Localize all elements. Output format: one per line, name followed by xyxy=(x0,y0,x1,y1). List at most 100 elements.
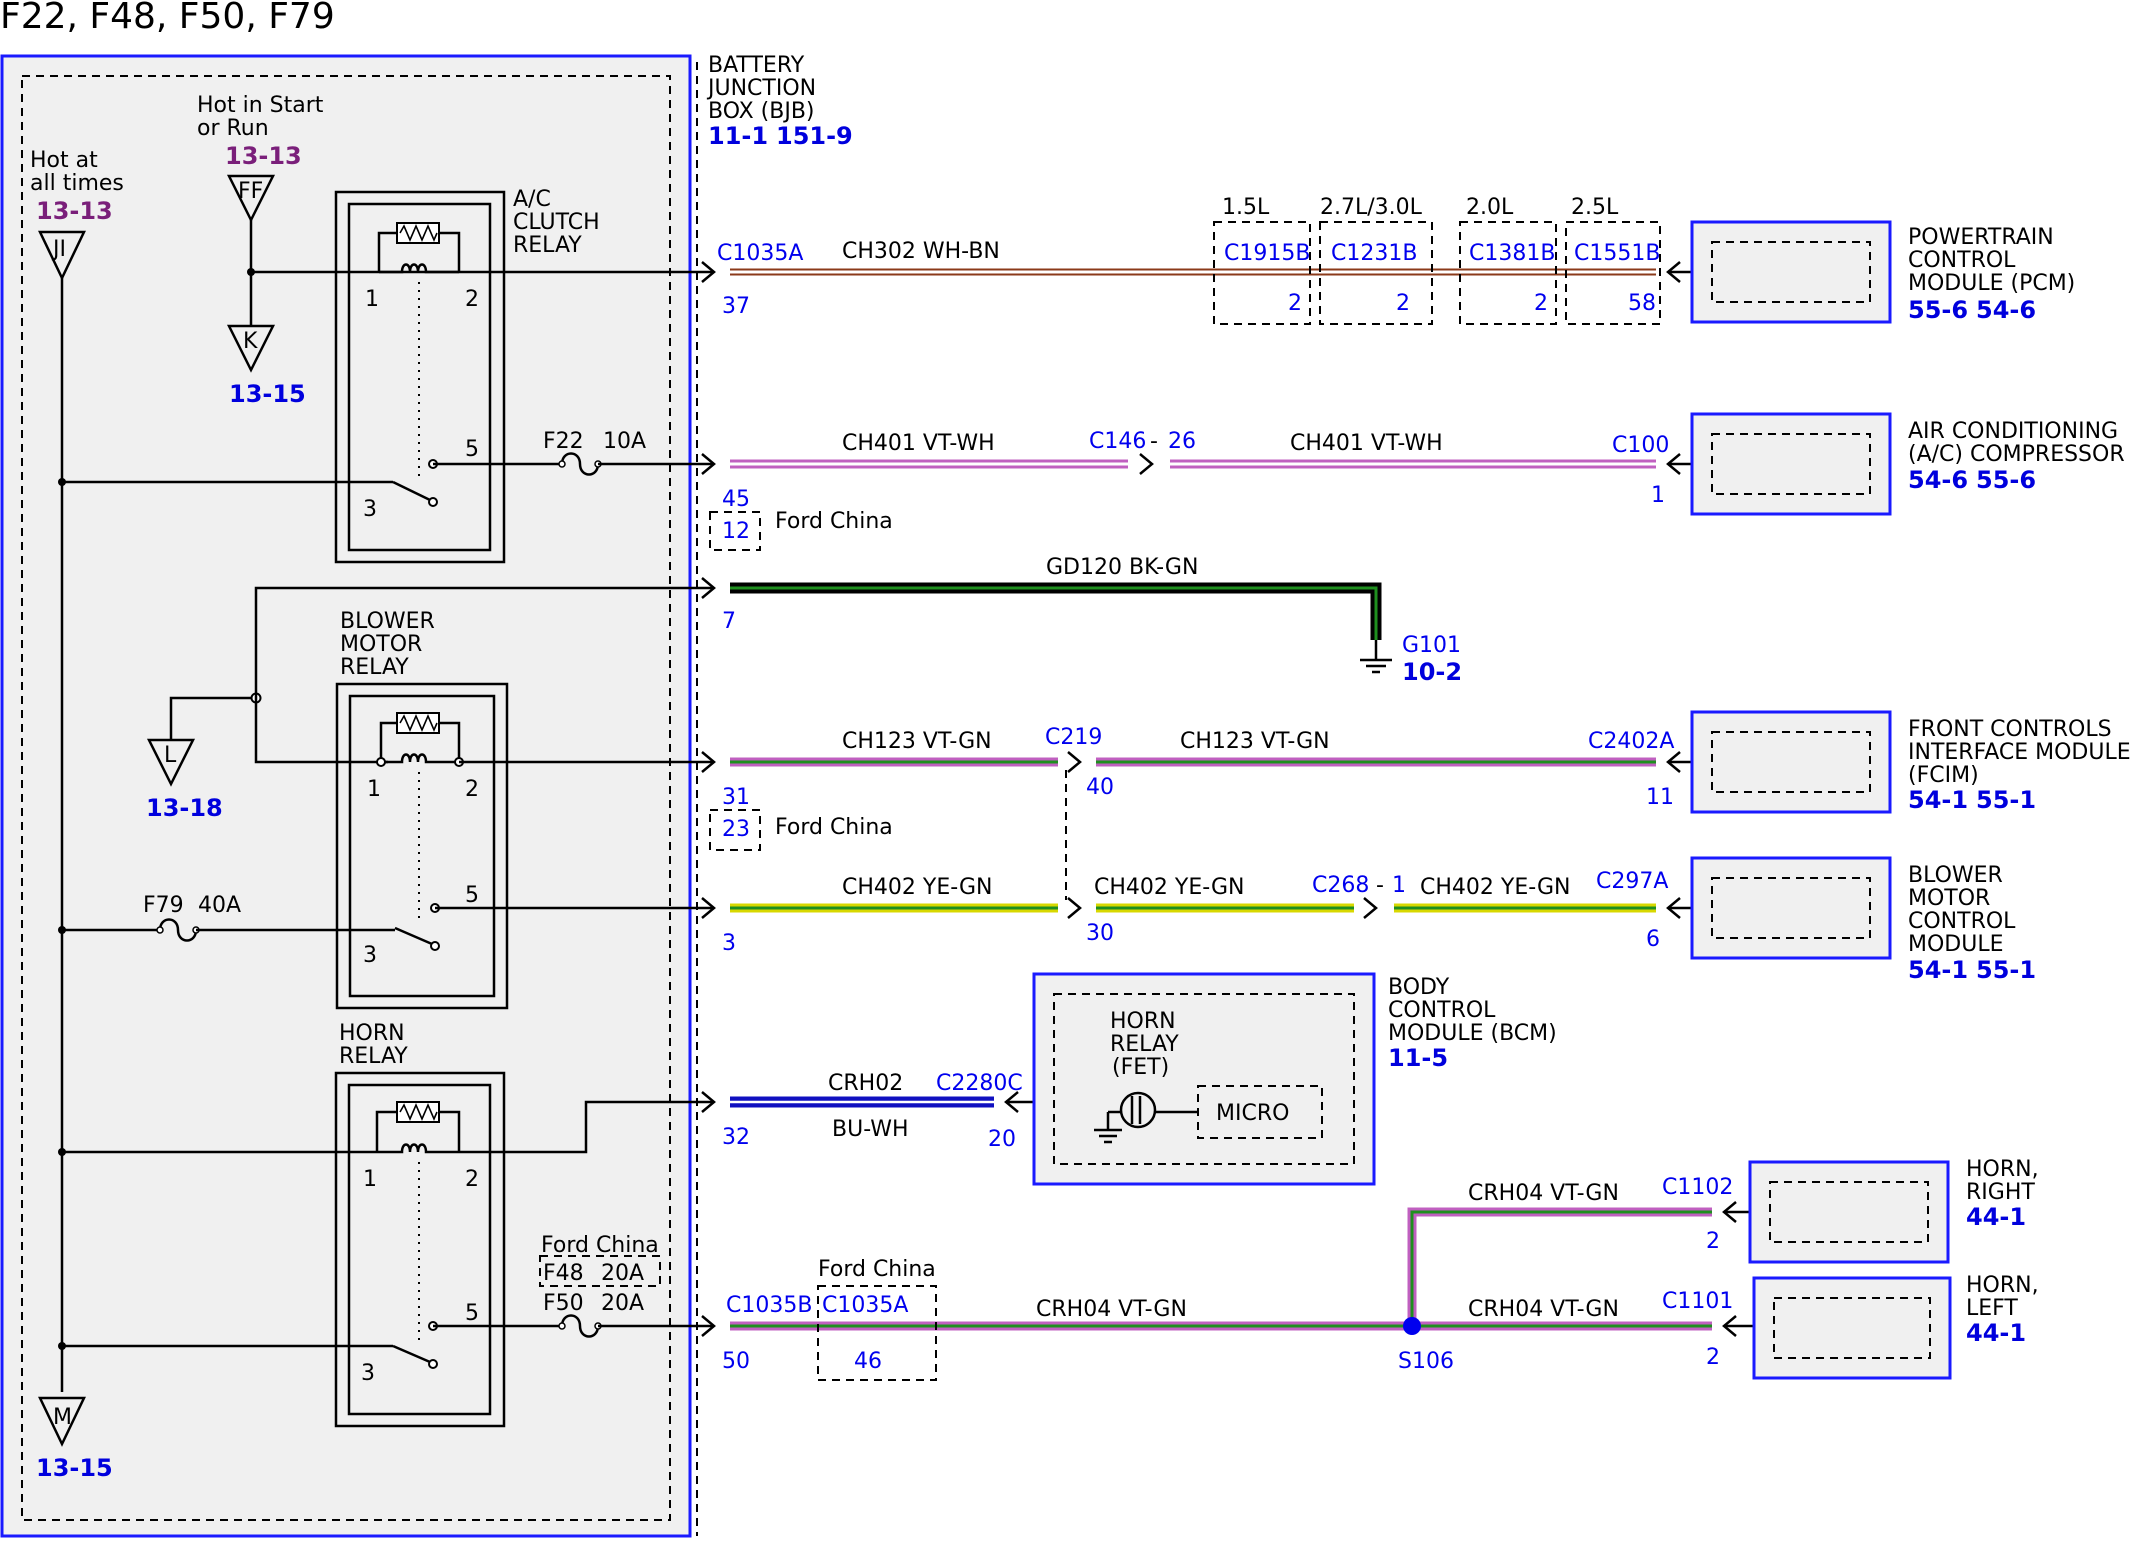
arrow-pin-37 xyxy=(701,261,716,283)
pcm-ref-1: 55-6 xyxy=(1908,296,1968,324)
engine-3: 2.0L xyxy=(1466,195,1514,220)
engine-2-pin: 2 xyxy=(1396,291,1410,316)
relay-blower-inner xyxy=(348,694,496,998)
crh04-right-pin: 2 xyxy=(1706,1229,1720,1254)
splice-m-label: M xyxy=(53,1405,72,1430)
crh04-alt-connector: C1035A xyxy=(822,1293,908,1318)
module-bcm-box xyxy=(1032,972,1376,1186)
relay-horn-pin-2: 2 xyxy=(465,1167,479,1192)
relay-horn-pin-1: 1 xyxy=(363,1167,377,1192)
module-pcm: POWERTRAIN CONTROL MODULE (PCM) 55-6 54-… xyxy=(1690,220,2075,324)
ground-feed-up xyxy=(254,586,714,698)
relay-horn-coil xyxy=(377,1143,459,1154)
crh04-left-pin: 2 xyxy=(1706,1345,1720,1370)
fuse-f50-symbol xyxy=(560,1314,600,1338)
pcm-ref-2: 54-6 xyxy=(1976,296,2036,324)
relay-blower-name-3: RELAY xyxy=(340,655,409,680)
module-horn-left-inner xyxy=(1773,1297,1931,1359)
horn-right-name-2: RIGHT xyxy=(1966,1180,2035,1205)
hot-in-start-ref: 13-13 xyxy=(225,142,302,170)
ch123-alt-box xyxy=(709,809,761,851)
ch402-label-c: CH402 YE-GN xyxy=(1420,875,1570,900)
relay-horn-coil-lead-1 xyxy=(375,1110,397,1152)
fuse-f79-term-a xyxy=(156,926,164,934)
ch302-label: CH302 WH-BN xyxy=(842,239,1000,264)
module-pcm-inner xyxy=(1711,241,1871,303)
relay-blower-name-2: MOTOR xyxy=(340,632,422,657)
wire-ch402 xyxy=(730,897,1656,919)
ground-feed-down xyxy=(254,698,388,764)
crh02-pin: 32 xyxy=(722,1125,750,1150)
ac-comp-ref-1: 54-6 xyxy=(1908,466,1968,494)
relay-blower-coil-node-1 xyxy=(376,757,386,767)
module-blower-motor-control: BLOWER MOTOR CONTROL MODULE 54-1 55-1 xyxy=(1690,856,2036,984)
ac-comp-name-1: AIR CONDITIONING xyxy=(1908,419,2118,444)
relay-horn-pin-5: 5 xyxy=(465,1301,479,1326)
bcm-fet-line2: RELAY xyxy=(1110,1032,1179,1057)
module-fcim-inner xyxy=(1711,731,1871,793)
ch401-pin: 45 xyxy=(722,487,750,512)
relay-blower-switch-arm xyxy=(394,926,433,946)
engine-3-connector: C1381B xyxy=(1469,241,1555,266)
bcm-name-1: BODY xyxy=(1388,975,1450,1000)
wire-ch402-inline-arrow-2 xyxy=(1363,897,1378,919)
ch402-pin: 3 xyxy=(722,931,736,956)
module-horn-left: HORN, LEFT 44-1 xyxy=(1752,1273,2039,1380)
relay-ac-inner xyxy=(347,202,492,552)
wire-ch123-inline-arrow xyxy=(1067,751,1082,773)
crh04-left-connector: C1101 xyxy=(1662,1289,1733,1314)
arrow-pin-45 xyxy=(701,453,716,475)
fuse-f48-rating: 20A xyxy=(601,1261,644,1286)
fcim-name-1: FRONT CONTROLS xyxy=(1908,717,2112,742)
engine-4-pin: 58 xyxy=(1628,291,1656,316)
crh02-color: BU-WH xyxy=(832,1117,909,1142)
wire-ch123 xyxy=(730,751,1656,900)
relay-blower: BLOWER MOTOR RELAY 1 2 5 3 xyxy=(335,609,509,1010)
relay-ac-pin-5: 5 xyxy=(465,437,479,462)
ch401-alt-note: Ford China xyxy=(775,509,893,534)
crh02-end-pin: 20 xyxy=(988,1127,1016,1152)
crh04-alt-note: Ford China xyxy=(818,1257,936,1282)
bmcm-name-3: CONTROL xyxy=(1908,909,2016,934)
crh04-alt-pin: 46 xyxy=(854,1349,882,1374)
wire-crh04 xyxy=(730,1207,1712,1335)
arrow-pin-50 xyxy=(701,1315,716,1337)
engine-2-connector: C1231B xyxy=(1331,241,1417,266)
engine-1-pin: 2 xyxy=(1288,291,1302,316)
engine-box-2 xyxy=(1319,221,1433,325)
crh04-alt-box xyxy=(817,1285,937,1381)
ac-comp-ref-2: 55-6 xyxy=(1976,466,2036,494)
relay-ac-name-1: A/C xyxy=(513,187,551,212)
ch302-connector: C1035A xyxy=(717,241,803,266)
bjb-name-line3: BOX (BJB) xyxy=(708,99,815,124)
splice-k-symbol xyxy=(226,324,276,373)
arrow-pin-31 xyxy=(701,751,716,773)
bmcm-name-2: MOTOR xyxy=(1908,886,1990,911)
pcm-name-3: MODULE (PCM) xyxy=(1908,271,2075,296)
bcm-name-2: CONTROL xyxy=(1388,998,1496,1023)
ch402-inline-connector: C268 xyxy=(1312,873,1369,898)
relay-ac-contact-3 xyxy=(428,497,438,507)
module-horn-left-box xyxy=(1752,1276,1952,1380)
splice-l-ref: 13-18 xyxy=(146,794,223,822)
relay-ac-pin-3: 3 xyxy=(363,497,377,522)
fuse-f22-id: F22 xyxy=(543,429,584,454)
wire-ch402-inline-arrow-1 xyxy=(1067,897,1082,919)
ch123-inline-connector: C219 xyxy=(1045,725,1102,750)
ch402-label-b: CH402 YE-GN xyxy=(1094,875,1244,900)
engine-2: 2.7L/3.0L xyxy=(1320,195,1423,220)
bcm-fet-line1: HORN xyxy=(1110,1009,1176,1034)
crh04-right-connector: C1102 xyxy=(1662,1175,1733,1200)
module-fcim-box xyxy=(1690,710,1892,814)
ch401-end-pin: 1 xyxy=(1651,483,1665,508)
module-horn-right: HORN, RIGHT 44-1 xyxy=(1748,1157,2039,1264)
ch402-inline-pin: 30 xyxy=(1086,921,1114,946)
fuse-f48-dashed-box xyxy=(539,1255,661,1287)
fcim-ref-2: 55-1 xyxy=(1976,786,2036,814)
relay-ac-pin-1: 1 xyxy=(365,287,379,312)
bjb-name-line1: BATTERY xyxy=(708,53,805,78)
relay-ac-name-2: CLUTCH xyxy=(513,210,600,235)
ch401-inline-connector: C146 xyxy=(1089,429,1146,454)
module-bcm-inner xyxy=(1053,993,1355,1165)
horn-right-ref: 44-1 xyxy=(1966,1203,2026,1231)
